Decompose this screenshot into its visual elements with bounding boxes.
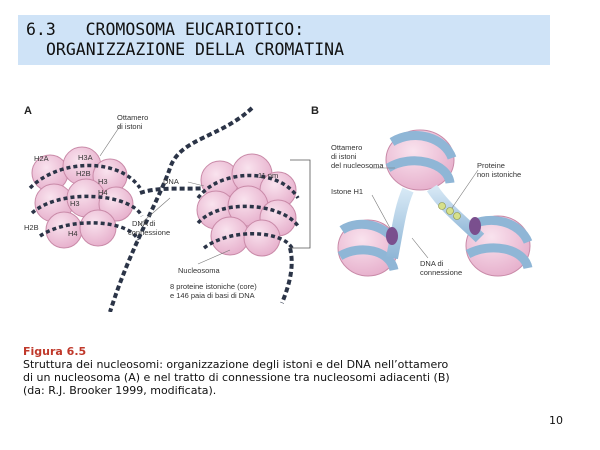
slide-title-line-1: 6.3 CROMOSOMA EUCARIOTICO: xyxy=(26,20,305,39)
panel-a-leader-lines xyxy=(99,125,231,265)
caption-line-1: Struttura dei nucleosomi: organizzazione… xyxy=(23,358,449,371)
label-h2a: H2A xyxy=(34,154,49,163)
label-h3a: H3A xyxy=(78,153,93,162)
panel-b-leader-lines xyxy=(370,167,479,259)
label-b-dna-connessione-line-1: DNA di xyxy=(420,259,444,268)
page-number: 10 xyxy=(549,414,563,427)
label-h2b-bottom: H2B xyxy=(24,223,39,232)
label-11-nm: 11 nm xyxy=(258,171,278,180)
label-dna-connessione-line-1: DNA di xyxy=(132,219,156,228)
caption-label: Figura 6.5 xyxy=(23,345,87,358)
dna-wrap-left-nucleosome xyxy=(28,163,144,241)
label-proteine-line-2: e 146 paia di basi di DNA xyxy=(170,291,255,300)
dna-wrap-right-nucleosome xyxy=(196,173,300,250)
label-b-ottamero-line-1: Ottamero xyxy=(331,143,362,152)
label-h4-small: H4 xyxy=(98,188,108,197)
caption-line-2: di un nucleosoma (A) e nel tratto di con… xyxy=(23,371,450,384)
histone-h1-left xyxy=(386,227,398,245)
top-nucleosome xyxy=(385,129,457,191)
nucleosome-figure: A H2A H3A H2B H3 H xyxy=(24,105,533,312)
label-h2b-top: H2B xyxy=(76,169,91,178)
label-dna-connessione-line-2: connessione xyxy=(128,228,170,237)
slide-title-line-2: ORGANIZZAZIONE DELLA CROMATINA xyxy=(46,40,345,59)
diameter-bracket xyxy=(290,159,311,249)
label-proteine-non-istoniche-line-2: non istoniche xyxy=(477,170,521,179)
label-proteine-non-istoniche-line-1: Proteine xyxy=(477,161,505,170)
label-proteine-line-1: 8 proteine istoniche (core) xyxy=(170,282,257,291)
label-h3: H3 xyxy=(98,177,108,186)
label-ottamero-line-1: Ottamero xyxy=(117,113,148,122)
label-b-ottamero-line-3: del nucleosoma xyxy=(331,161,384,170)
label-h4: H4 xyxy=(68,229,78,238)
label-b-ottamero-line-2: di istoni xyxy=(331,152,357,161)
caption-line-3: (da: R.J. Brooker 1999, modificata). xyxy=(23,384,217,397)
figure-caption: Figura 6.5 Struttura dei nucleosomi: org… xyxy=(23,345,563,397)
title-bar xyxy=(18,15,550,65)
label-ottamero-line-2: di istoni xyxy=(117,122,143,131)
label-b-dna-connessione-line-2: connessione xyxy=(420,268,462,277)
linker-dna-helix xyxy=(139,186,206,195)
histone-h1-right xyxy=(469,217,481,235)
linker-dna-ribbon-left xyxy=(386,187,414,260)
panel-a-letter: A xyxy=(24,105,32,117)
dna-helix-right-exit xyxy=(280,247,294,304)
non-histone-proteins xyxy=(438,202,461,220)
panel-b-letter: B xyxy=(311,105,319,117)
label-h3-small: H3 xyxy=(70,199,80,208)
label-nucleosoma: Nucleosoma xyxy=(178,266,221,275)
left-histone-octamer xyxy=(31,146,134,249)
label-dna: DNA xyxy=(163,177,179,186)
label-istone-h1: Istone H1 xyxy=(331,187,363,196)
